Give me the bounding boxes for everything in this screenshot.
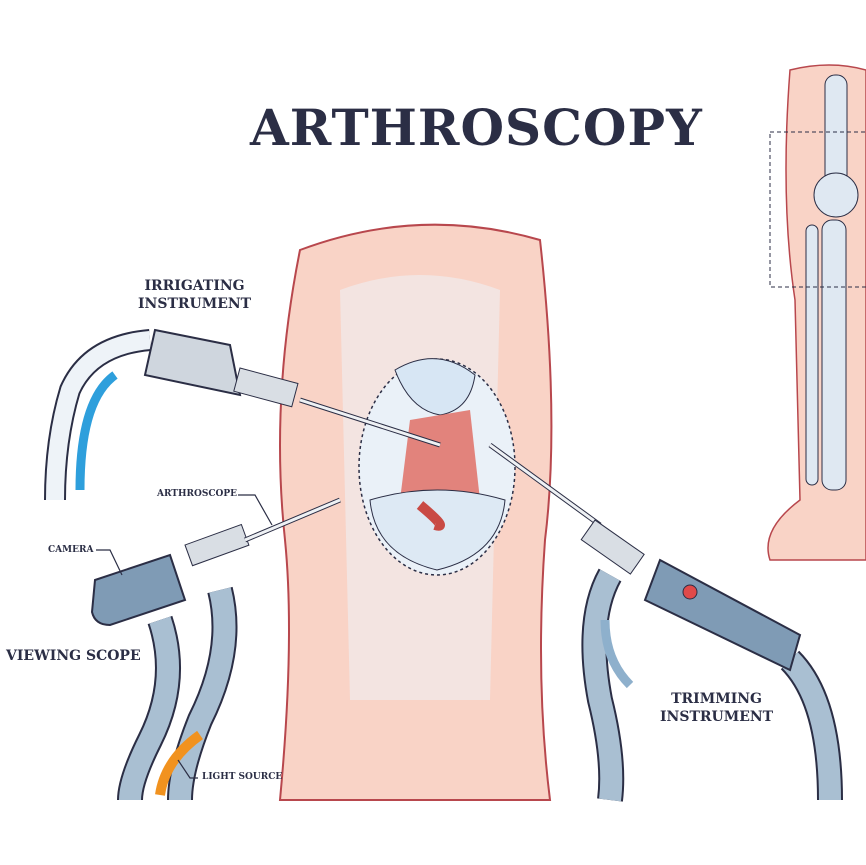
label-line: IRRIGATING bbox=[144, 278, 245, 294]
trimmer-button bbox=[682, 584, 698, 600]
label-trimming-instrument: TRIMMING INSTRUMENT bbox=[660, 690, 773, 726]
leg-inset bbox=[767, 64, 866, 561]
label-arthroscope: ARTHROSCOPE bbox=[157, 489, 237, 499]
label-line: INSTRUMENT bbox=[660, 709, 774, 725]
leader-lines bbox=[96, 494, 273, 779]
label-viewing-scope: VIEWING SCOPE bbox=[6, 648, 141, 664]
label-line: TRIMMING bbox=[671, 691, 762, 707]
irrigating-instrument bbox=[44, 328, 441, 501]
irrigation-flow-arrow bbox=[75, 371, 118, 491]
trimming-flow-arrow bbox=[600, 619, 634, 689]
page-title: ARTHROSCOPY bbox=[250, 98, 703, 157]
viewing-scope bbox=[90, 497, 341, 801]
label-light-source: LIGHT SOURCE bbox=[202, 772, 283, 782]
joint-inner-view bbox=[358, 358, 516, 576]
label-line: INSTRUMENT bbox=[138, 296, 252, 312]
trimming-instrument bbox=[488, 442, 843, 802]
label-irrigating-instrument: IRRIGATING INSTRUMENT bbox=[138, 277, 251, 313]
label-camera: CAMERA bbox=[48, 545, 94, 555]
light-source-arrow bbox=[155, 730, 203, 796]
